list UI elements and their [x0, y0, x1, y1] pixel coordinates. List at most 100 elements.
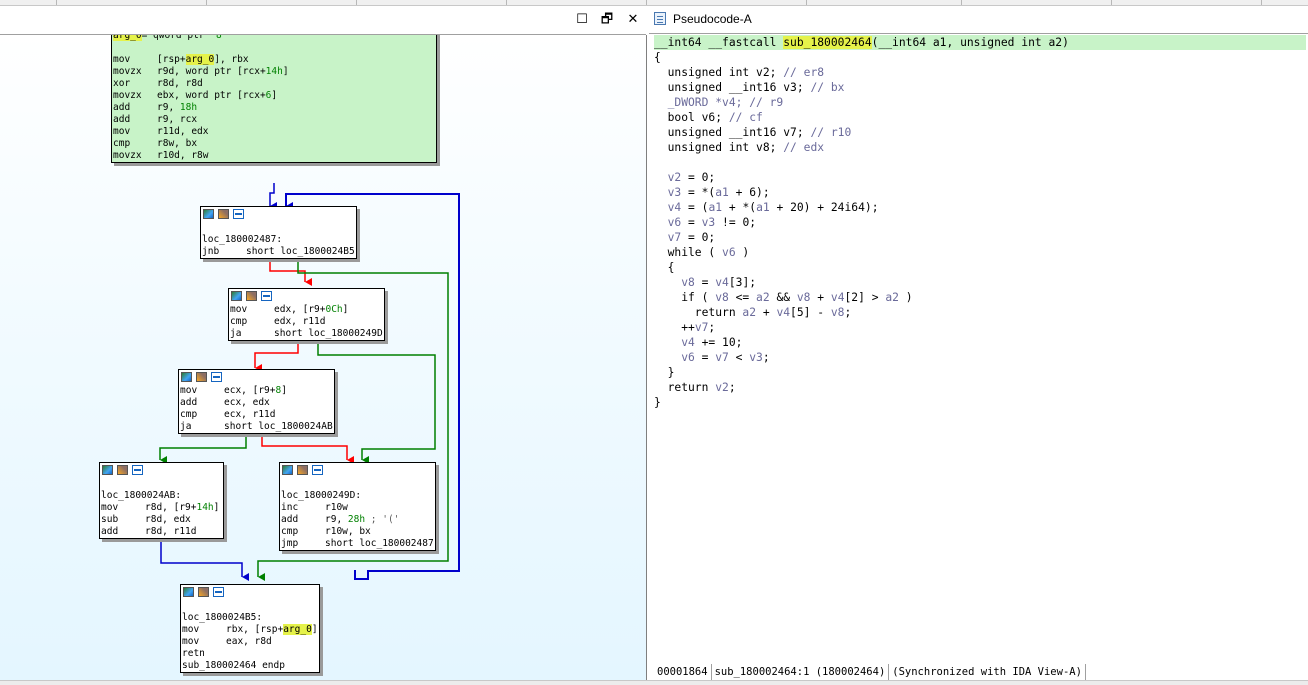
graph-icon[interactable] [282, 465, 293, 475]
asm-line[interactable]: arg_0= qword ptr 8 [112, 35, 436, 42]
asm-operand[interactable]: arg_0 [283, 624, 312, 635]
code-line[interactable]: v7 = 0; [654, 230, 1306, 245]
top-tab[interactable] [1111, 0, 1262, 5]
asm-line[interactable] [181, 600, 319, 612]
code-line[interactable]: return v2; [654, 380, 1306, 395]
code-line[interactable]: unsigned int v2; // er8 [654, 65, 1306, 80]
code-line[interactable]: unsigned __int16 v3; // bx [654, 80, 1306, 95]
rename-icon[interactable] [213, 587, 224, 597]
top-tab[interactable] [0, 0, 57, 5]
code-token[interactable]: sub_180002464 [783, 36, 872, 49]
rename-icon[interactable] [211, 372, 222, 382]
top-tab[interactable] [506, 0, 647, 5]
code-line[interactable]: __int64 __fastcall sub_180002464(__int64… [654, 35, 1306, 50]
code-line[interactable]: v2 = 0; [654, 170, 1306, 185]
code-line[interactable]: while ( v6 ) [654, 245, 1306, 260]
code-line[interactable]: v4 += 10; [654, 335, 1306, 350]
code-line[interactable]: } [654, 395, 1306, 410]
graph-icon[interactable] [181, 372, 192, 382]
graph-icon[interactable] [183, 587, 194, 597]
asm-line[interactable]: loc_180002487: [201, 234, 356, 246]
code-line[interactable]: { [654, 50, 1306, 65]
top-tab[interactable] [56, 0, 207, 5]
code-line[interactable]: unsigned __int16 v7; // r10 [654, 125, 1306, 140]
asm-operand[interactable]: arg_0 [185, 54, 215, 65]
asm-line[interactable] [100, 478, 223, 490]
close-button[interactable]: ✕ [627, 12, 639, 27]
rename-icon[interactable] [233, 209, 244, 219]
rename-icon[interactable] [261, 291, 272, 301]
edit-icon[interactable] [246, 291, 257, 301]
code-line[interactable]: return a2 + v4[5] - v8; [654, 305, 1306, 320]
code-line[interactable]: v6 = v7 < v3; [654, 350, 1306, 365]
minimize-button[interactable]: ☐ [576, 12, 588, 27]
top-tab[interactable] [356, 0, 507, 5]
asm-line[interactable] [280, 478, 435, 490]
edit-icon[interactable] [297, 465, 308, 475]
code-line[interactable]: { [654, 260, 1306, 275]
edit-icon[interactable] [218, 209, 229, 219]
code-line[interactable]: unsigned int v8; // edx [654, 140, 1306, 155]
graph-icon[interactable] [102, 465, 113, 475]
code-line[interactable] [654, 155, 1306, 170]
code-line[interactable]: v6 = v3 != 0; [654, 215, 1306, 230]
asm-line[interactable] [112, 42, 436, 54]
asm-line[interactable]: mov[rsp+arg_0], rbx [112, 54, 436, 66]
code-line[interactable]: bool v6; // cf [654, 110, 1306, 125]
edit-icon[interactable] [196, 372, 207, 382]
graph-icon[interactable] [231, 291, 242, 301]
code-line[interactable]: v8 = v4[3]; [654, 275, 1306, 290]
asm-line[interactable]: sub_180002464 endp [181, 660, 319, 672]
code-line[interactable]: v4 = (a1 + *(a1 + 20) + 24i64); [654, 200, 1306, 215]
code-line[interactable]: } [654, 365, 1306, 380]
rename-icon[interactable] [312, 465, 323, 475]
asm-line[interactable]: loc_18000249D: [280, 490, 435, 502]
asm-line[interactable] [201, 222, 356, 234]
pseudocode-editor[interactable]: __int64 __fastcall sub_180002464(__int64… [654, 35, 1306, 661]
edit-icon[interactable] [198, 587, 209, 597]
graph-icon[interactable] [203, 209, 214, 219]
code-line[interactable]: _DWORD *v4; // r9 [654, 95, 1306, 110]
code-line[interactable]: v3 = *(a1 + 6); [654, 185, 1306, 200]
rename-icon[interactable] [132, 465, 143, 475]
code-line[interactable]: ++v7; [654, 320, 1306, 335]
edit-icon[interactable] [117, 465, 128, 475]
top-tab[interactable] [206, 0, 357, 5]
asm-operand[interactable]: arg_0 [113, 35, 142, 41]
pseudocode-tab-title[interactable]: Pseudocode-A [673, 12, 752, 26]
top-tab[interactable] [961, 0, 1112, 5]
code-line[interactable]: if ( v8 <= a2 && v8 + v4[2] > a2 ) [654, 290, 1306, 305]
